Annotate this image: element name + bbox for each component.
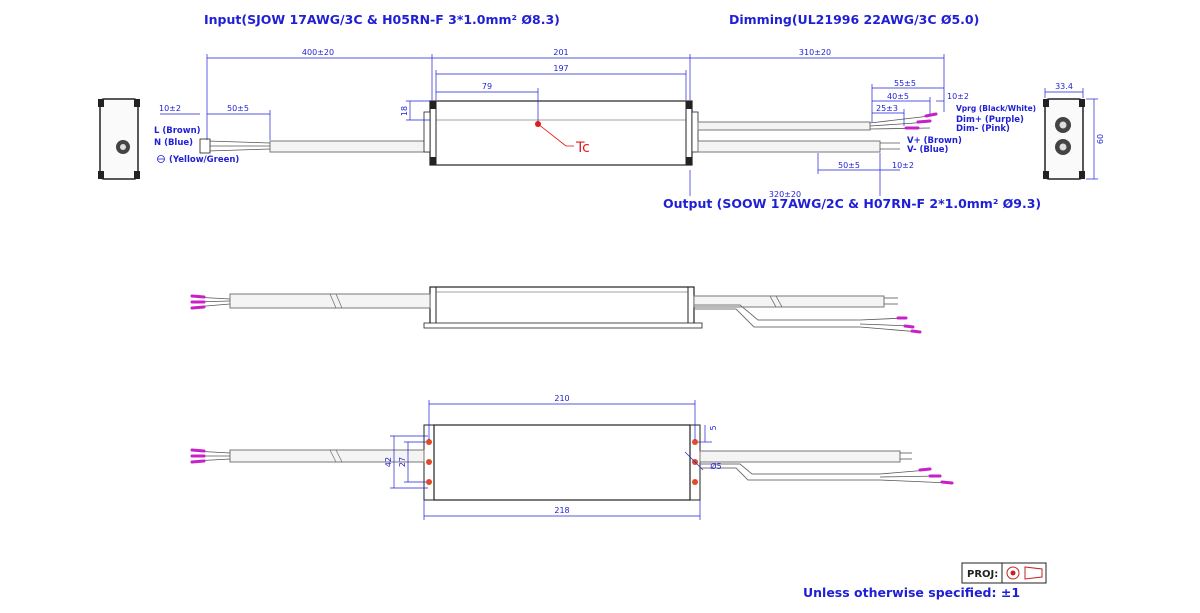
right-end-cap [1043,98,1085,180]
dim-strip-left-2: 50±5 [227,104,249,113]
dim-out-cable: 320±20 [769,190,801,199]
side-view [190,286,922,334]
dim-inner-length: 197 [553,64,568,73]
projection-icon [1006,566,1020,580]
tc-label: Tc [575,140,590,156]
dim-h-27: 27 [398,457,407,467]
dim-10-top: 10±2 [947,92,969,101]
dim-out-10: 10±2 [892,161,914,170]
input-wires [199,138,271,154]
label-ground: (Yellow/Green) [169,155,239,165]
dim-hole-dia: Ø5 [710,461,721,471]
driver-body-top [423,100,699,166]
dim-40: 40±5 [887,92,909,101]
dimming-cable-jacket [697,121,871,131]
label-v-minus: V- (Blue) [907,145,949,155]
output-wires [880,142,900,150]
dim-strip-left: 10±2 [159,104,181,113]
top-dimension-lines [160,54,1098,196]
label-dim-plus: Dim+ (Purple) [956,115,1024,125]
dim-hole-5: 5 [709,425,718,430]
label-l-brown: L (Brown) [154,126,201,136]
dim-mount-inner: 210 [554,394,569,403]
dim-25: 25±3 [876,104,898,113]
dimming-wires [869,112,938,130]
dim-out-50: 50±5 [838,161,860,170]
projection-box: PROJ: [961,562,1047,584]
input-cable-jacket [269,140,431,153]
dim-end-width: 33.4 [1055,82,1073,91]
dim-body-length: 201 [553,48,568,57]
input-cable-header: Input(SJOW 17AWG/3C & H05RN-F 3*1.0mm² Ø… [204,12,560,27]
output-cable-header: Output (SOOW 17AWG/2C & H07RN-F 2*1.0mm²… [663,196,1041,211]
label-v-plus: V+ (Brown) [907,136,962,146]
dim-dimming-cable: 310±20 [799,48,831,57]
dim-end-height: 60 [1096,134,1105,144]
label-dim-minus: Dim- (Pink) [956,124,1010,134]
dimming-cable-header: Dimming(UL21996 22AWG/3C Ø5.0) [729,12,979,27]
tolerance-note: Unless otherwise specified: ±1 [803,585,1020,600]
output-cable-jacket [697,140,881,153]
label-n-blue: N (Blue) [154,138,193,148]
bottom-view: 210 218 42 27 5 Ø5 [190,394,954,520]
dim-tc-offset: 79 [482,82,492,91]
label-vprg: Vprg (Black/White) [956,104,1036,113]
proj-label: PROJ: [967,569,998,580]
left-end-cap [98,98,140,180]
mounting-holes [426,439,698,485]
dim-h-42: 42 [384,457,393,467]
dim-input-cable: 400±20 [302,48,334,57]
top-view: Tc [98,48,1105,199]
dim-height-18: 18 [400,106,409,116]
dim-mount-outer: 218 [554,506,569,515]
dim-55: 55±5 [894,79,916,88]
